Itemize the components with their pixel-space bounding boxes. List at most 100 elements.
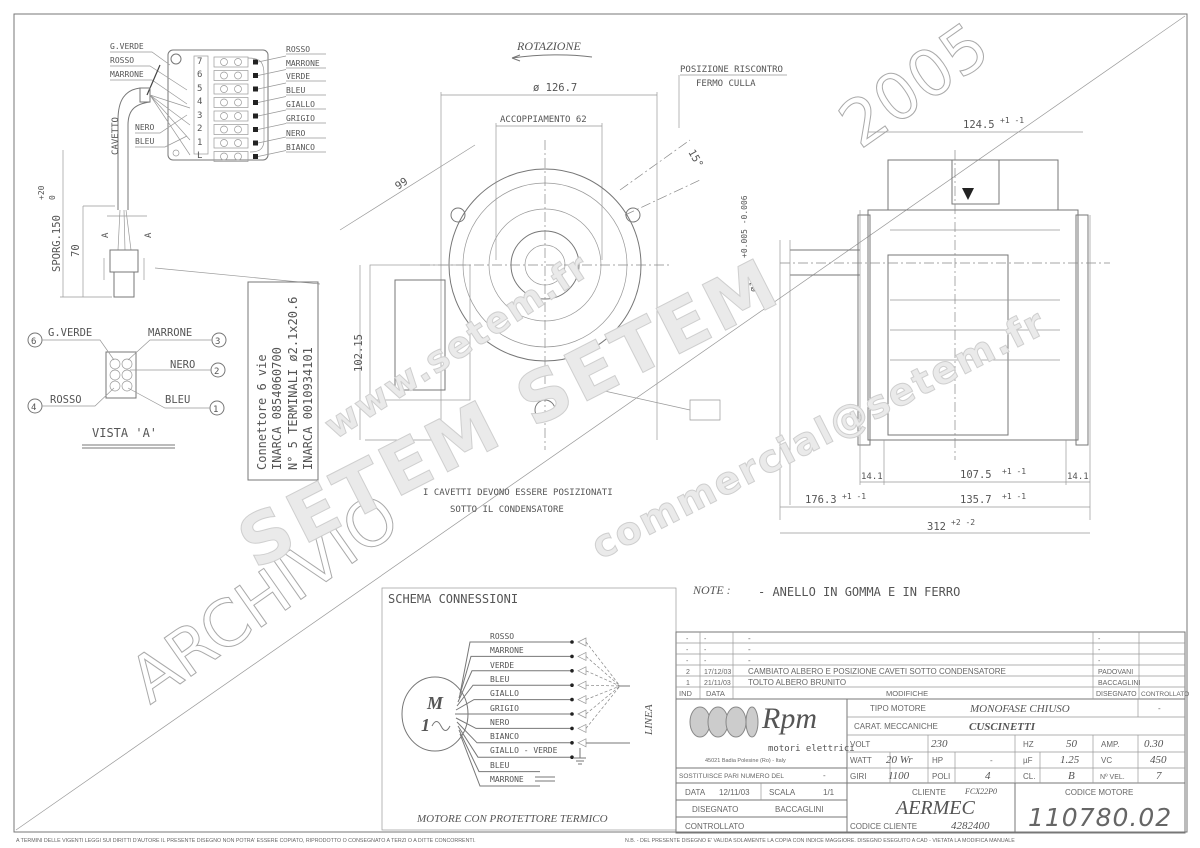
class-value: B [1068,770,1075,782]
field-label: DATA [685,788,706,797]
tolerance: +1 -1 [1000,116,1024,125]
wire-label: GIALLO [286,100,315,109]
footer-copyright: A TERMINI DELLE VIGENTI LEGGI SUI DIRITT… [16,838,476,844]
screw-icon [170,53,182,65]
arrow-down-icon [962,188,974,200]
drawing-frame [13,13,1188,833]
power-value: 20 Wr [886,754,913,766]
wire-label: G.VERDE [110,42,144,51]
pin-label: MARRONE [148,327,192,339]
stop-position-label: POSIZIONE RISCONTRO [680,65,783,75]
scale-value: 1/1 [823,788,835,797]
revision-ind: - [686,636,689,643]
revision-dis: PADOVANI [1098,669,1133,676]
schema-wire [456,680,621,707]
schema-wire [458,651,621,699]
field-label: CLIENTE [912,788,946,797]
rev-header: DATA [706,689,725,698]
rotation-label: ROTAZIONE [516,39,581,53]
revision-mod: - [748,645,751,654]
terminal-screw [213,69,287,81]
terminal-number: 7 [197,57,202,67]
revision-dis: BACCAGLINI [1098,680,1140,687]
angle-dimension: 15° [685,148,705,170]
schema-wire [457,725,574,759]
schema-wire-label: MARRONE [490,646,524,655]
wire-label: GRIGIO [286,114,315,123]
field-label: CL. [1023,772,1035,781]
hp-value: - [990,756,993,765]
connector-info-line: INARCA 0010934101 [301,347,315,470]
revision-mod: - [748,656,751,665]
stop-position-label: FERMO CULLA [696,79,756,89]
terminal-screw [213,96,287,108]
rpm-logo: Rpm motori elettrici 45021 Badia Polesin… [689,702,855,764]
terminal-screw [213,136,287,149]
terminal-block [167,49,269,161]
field-label: GIRI [850,772,866,781]
terminal-number: 4 [197,97,202,107]
wire-label: BIANCO [286,143,315,152]
field-label: AMP. [1101,740,1120,749]
terminal-screw [213,55,287,68]
revision-data: - [704,647,707,654]
revision-dis: - [1098,647,1101,654]
field-label: DISEGNATO [692,805,738,814]
logo-text: Rpm [761,702,817,735]
terminal-number: 1 [197,138,202,148]
dimension: 176.3 [805,494,837,506]
schema-wire [455,685,621,733]
schema-wire [459,637,621,695]
schema-wire-label: MARRONE [490,775,524,784]
terminal-screw [213,123,287,135]
field-label: TIPO MOTORE [870,704,926,713]
terminal-screw [213,82,287,95]
coupling-dimension: ACCOPPIAMENTO 62 [500,115,587,125]
revision-row: ---- [686,634,1101,643]
tolerance: +2 -2 [951,518,975,527]
frequency-value: 50 [1066,738,1078,750]
terminal-screw [213,150,287,162]
schema-wire-label: BIANCO [490,732,519,741]
field-label: HZ [1023,740,1034,749]
terminal-number: L [197,151,202,161]
terminal-number: 3 [197,111,202,121]
pin-number: 3 [215,337,220,347]
schema-wire-label: VERDE [490,661,514,670]
revision-dis: - [1098,636,1101,643]
wire-label: ROSSO [286,45,310,54]
motor-code: 110780.02 [1028,803,1172,832]
drawn-by: BACCAGLINI [775,805,823,814]
note-text: - ANELLO IN GOMMA E IN FERRO [758,585,960,599]
schema-wire [455,685,621,711]
dimension: 107.5 [960,469,992,481]
shaft-diameter: ø12.7 [749,265,759,292]
schema-wire [458,729,540,773]
rev-header: IND [679,689,693,698]
vista-a-title: VISTA 'A' [92,426,157,440]
motor-m-label: M [426,693,444,713]
tolerance: +20 [37,185,46,200]
protrusion-dimension: SPORG.150 [51,215,63,272]
revision-dis: - [1098,658,1101,665]
dimension: 14.1 [861,472,883,482]
field-label: VOLT [850,740,870,749]
rev-header: CONTROLLATO [1141,691,1189,698]
field-label: POLI [932,772,950,781]
archive-diagonal-line [15,15,1186,831]
speeds-value: 7 [1156,770,1162,782]
schema-wire-label: BLEU [490,675,509,684]
tolerance: +1 -1 [842,492,866,501]
pin-number: 1 [213,405,218,415]
terminal-number: 5 [197,84,202,94]
schema-wire [457,666,621,703]
field-label: CODICE CLIENTE [850,822,917,831]
schema-title: SCHEMA CONNESSIONI [388,592,518,606]
schema-wire-label: GIALLO [490,689,519,698]
wire-label: MARRONE [286,59,320,68]
pin-label: BLEU [165,394,190,406]
height-dimension: 102.15 [353,334,365,372]
line-label: LINEA [643,704,655,736]
